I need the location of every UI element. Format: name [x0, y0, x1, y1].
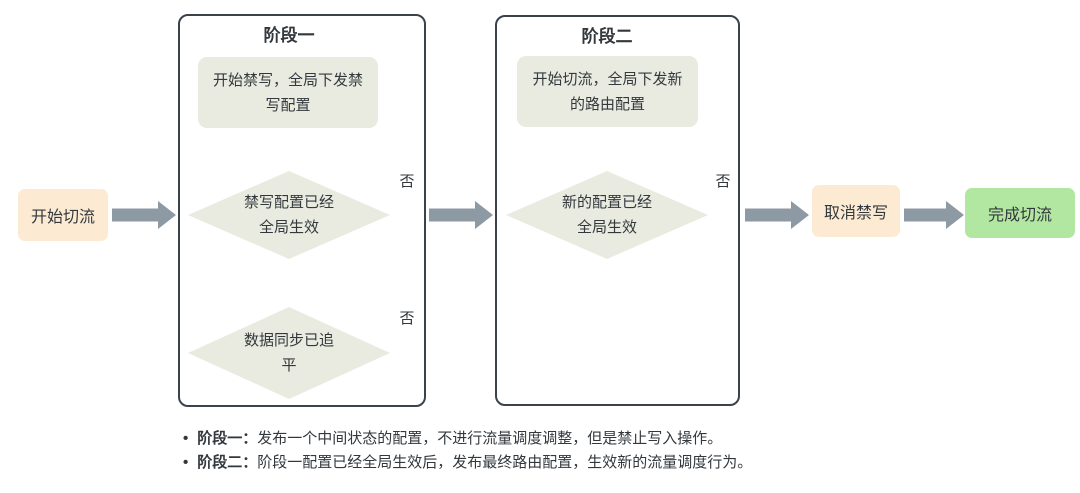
note-item-phase2: • 阶段二： 阶段一配置已经全局生效后，发布最终路由配置，生效新的流量调度行为。 — [183, 451, 752, 475]
arrow-cancel-to-done — [904, 201, 964, 229]
phase1-loop1-no-label: 否 — [395, 169, 419, 191]
note-item-phase1: • 阶段一： 发布一个中间状态的配置，不进行流量调度调整，但是禁止写入操作。 — [183, 427, 752, 451]
note-text: 发布一个中间状态的配置，不进行流量调度调整，但是禁止写入操作。 — [257, 430, 723, 447]
cancel-node: 取消禁写 — [812, 185, 900, 237]
phase2-title: 阶段二 — [581, 27, 633, 46]
bullet-icon: • — [183, 454, 189, 471]
done-node: 完成切流 — [965, 188, 1075, 238]
phase1-title: 阶段一 — [263, 26, 315, 45]
notes-list: • 阶段一： 发布一个中间状态的配置，不进行流量调度调整，但是禁止写入操作。 •… — [183, 427, 752, 475]
phase2-loop-no-label: 否 — [711, 169, 735, 191]
arrow-phase2-to-cancel — [745, 201, 809, 229]
note-label: 阶段二： — [197, 454, 258, 471]
start-node: 开始切流 — [18, 189, 108, 241]
note-text: 阶段一配置已经全局生效后，发布最终路由配置，生效新的流量调度行为。 — [257, 454, 753, 471]
arrow-start-to-phase1 — [112, 201, 176, 229]
phase1-step-node: 开始禁写，全局下发禁 写配置 — [198, 57, 378, 128]
phase1-loop2-no-label: 否 — [395, 306, 419, 328]
phase2-step-node: 开始切流，全局下发新 的路由配置 — [517, 56, 698, 127]
bullet-icon: • — [183, 430, 189, 447]
arrow-phase1-to-phase2 — [429, 201, 493, 229]
note-label: 阶段一： — [197, 430, 258, 447]
